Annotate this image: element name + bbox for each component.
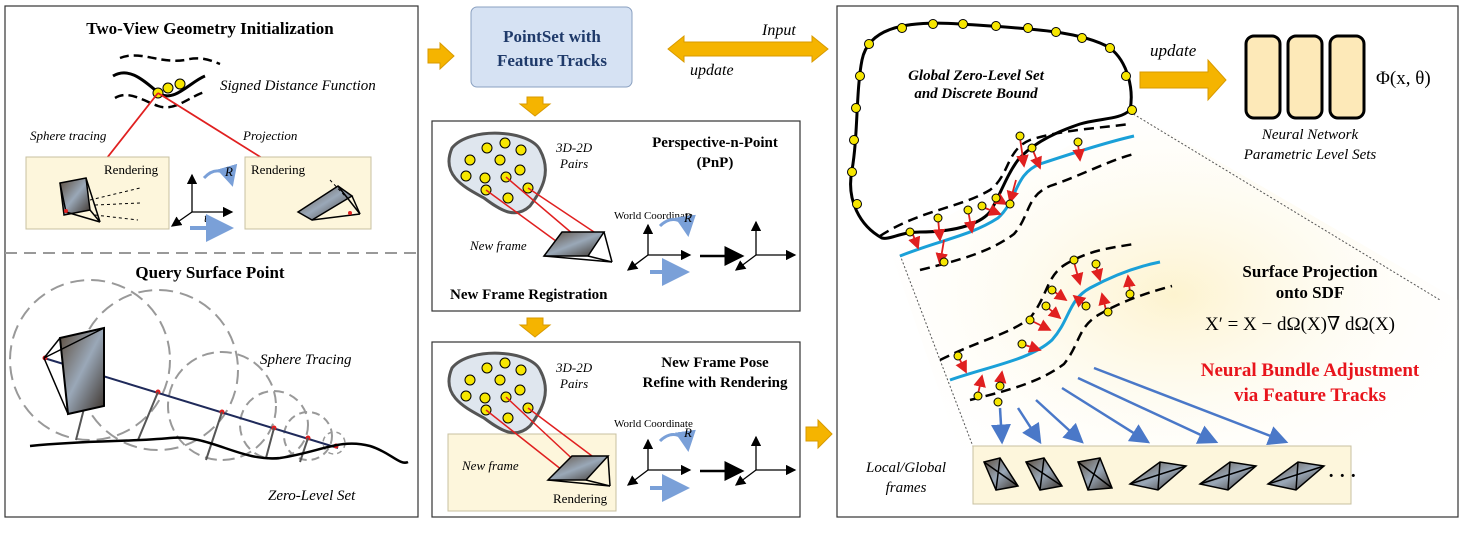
camera-frustum-icon	[59, 177, 91, 216]
nba-label-2: via Feature Tracks	[1234, 385, 1386, 406]
sphere-tracing-label: Sphere tracing	[30, 128, 107, 143]
nn-layer	[1286, 34, 1324, 120]
query-camera-icon	[58, 326, 105, 416]
sphere-tracing-label-2: Sphere Tracing	[260, 352, 352, 368]
pointset-label-1: PointSet with	[503, 27, 601, 46]
pnp-caption: New Frame Registration	[450, 287, 608, 303]
sdf-point	[162, 82, 174, 94]
projection-label: Projection	[242, 128, 297, 143]
pnp-rot-label: R	[683, 210, 692, 225]
down-arrow	[518, 317, 552, 338]
point-cloud-points	[460, 137, 534, 204]
world-coord-label: World Coordinate	[614, 418, 693, 430]
pairs-label-1: 3D-2D	[555, 140, 593, 155]
refine-title-2: Refine with Rendering	[643, 375, 788, 391]
track-points-lower	[953, 255, 1135, 407]
zero-level-curve	[949, 260, 1161, 382]
surf-proj-label-2: onto SDF	[1276, 283, 1344, 302]
down-arrow	[518, 96, 552, 117]
refine-rot-label: R	[683, 425, 692, 440]
ellipsis: · · ·	[1328, 466, 1357, 487]
trans-label: t	[204, 210, 208, 225]
left-panel: Two-View Geometry Initialization Signed …	[4, 5, 419, 518]
surf-proj-label-1: Surface Projection	[1242, 262, 1378, 281]
refine-trans-label: t	[663, 472, 667, 487]
new-frame-label: New frame	[461, 458, 519, 473]
nn-layer	[1244, 34, 1282, 120]
pnp-title-1: Perspective-n-Point	[652, 135, 778, 151]
phi-label: Φ(x, θ)	[1376, 68, 1431, 89]
refine-title-1: New Frame Pose	[661, 355, 769, 371]
nn-label-1: Neural Network	[1261, 127, 1359, 143]
rendering-right-label: Rendering	[251, 162, 306, 177]
discrete-bound-lower	[969, 284, 1173, 402]
pointset-box	[470, 6, 633, 88]
frame-cameras	[982, 457, 1326, 491]
zero-level-curve	[29, 436, 409, 464]
trace-sphere	[9, 279, 171, 441]
flow-arrow	[805, 418, 833, 450]
two-view-title: Two-View Geometry Initialization	[86, 19, 334, 38]
sdf-label: Signed Distance Function	[220, 78, 376, 94]
rotation-arrow	[202, 163, 238, 187]
pairs-label-2: Pairs	[559, 376, 588, 391]
surf-proj-equation: X′ = X − dΩ(X)∇ dΩ(X)	[1205, 314, 1395, 335]
query-title: Query Surface Point	[135, 263, 285, 282]
input-label: Input	[761, 22, 796, 39]
update-arrow	[1139, 58, 1227, 102]
global-label-2: and Discrete Bound	[914, 86, 1038, 102]
rendering-label: Rendering	[553, 491, 608, 506]
nn-layer	[1328, 34, 1366, 120]
pairs-label-2: Pairs	[559, 156, 588, 171]
new-frame-label: New frame	[469, 238, 527, 253]
pnp-trans-label: t	[663, 256, 667, 271]
right-panel: Global Zero-Level Set and Discrete Bound…	[836, 5, 1459, 518]
flow-arrow	[427, 41, 455, 71]
boundary-points	[847, 19, 1137, 209]
discrete-bound-upper	[879, 122, 1131, 238]
track-points-upper	[905, 131, 1083, 267]
nba-label-1: Neural Bundle Adjustment	[1201, 360, 1420, 381]
rendering-left-label: Rendering	[104, 162, 159, 177]
pnp-title-2: (PnP)	[697, 155, 734, 171]
right-update-label: update	[1150, 41, 1197, 60]
point-cloud-points	[460, 357, 534, 424]
zero-level-label: Zero-Level Set	[268, 488, 356, 504]
render-box-left	[25, 156, 170, 230]
trace-sphere	[283, 411, 333, 461]
discrete-bound-lower	[919, 152, 1135, 272]
axis-z	[170, 211, 193, 227]
frames-label-2: frames	[886, 480, 927, 496]
trace-sphere	[167, 351, 277, 461]
rot-label: R	[224, 164, 233, 179]
pairs-label-1: 3D-2D	[555, 360, 593, 375]
global-label-1: Global Zero-Level Set	[908, 68, 1045, 84]
trace-sphere	[77, 289, 239, 451]
pointset-label-2: Feature Tracks	[497, 51, 607, 70]
nn-label-2: Parametric Level Sets	[1243, 147, 1377, 163]
frame-arrows	[990, 366, 1289, 446]
discrete-bound-upper	[939, 242, 1135, 362]
sdf-point	[174, 78, 186, 90]
frames-label-1: Local/Global	[865, 460, 946, 476]
update-label: update	[690, 62, 734, 79]
middle-panel: PointSet with Feature Tracks Input updat…	[431, 6, 829, 518]
sdf-curve-bot	[114, 90, 206, 109]
sdf-curve-top	[119, 54, 221, 66]
input-update-arrow	[667, 34, 829, 64]
